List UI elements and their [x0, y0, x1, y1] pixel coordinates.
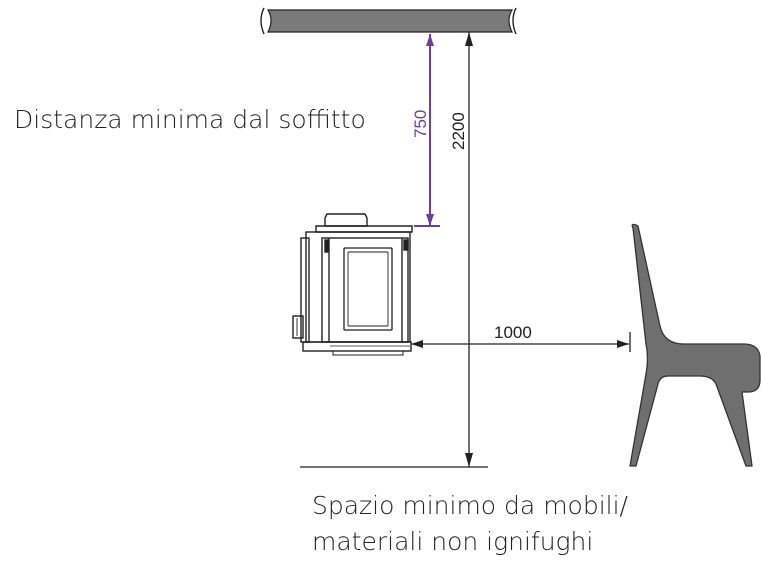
ceiling-clearance-value: 750: [411, 110, 430, 138]
furniture-distance-line1: Spazio minimo da mobili/: [312, 491, 628, 520]
ceiling-distance-caption: Distanza minima dal soffitto: [14, 105, 366, 134]
total-height-value: 2200: [449, 112, 468, 150]
ceiling-clearance-dimension: 750: [411, 34, 440, 227]
stove: [292, 213, 413, 356]
ceiling-slab: [260, 7, 517, 35]
furniture-distance-caption: Spazio minimo da mobili/ materiali non i…: [312, 488, 628, 560]
furniture-distance-line2: materiali non ignifughi: [312, 527, 594, 556]
chair: [629, 223, 761, 467]
total-height-dimension: 2200: [449, 32, 473, 467]
furniture-clearance-value: 1000: [494, 323, 532, 342]
furniture-clearance-dimension: 1000: [411, 323, 631, 352]
